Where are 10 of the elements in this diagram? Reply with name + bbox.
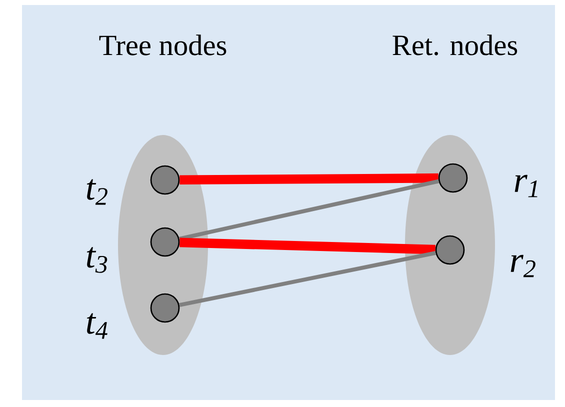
node-label: r$_{2}$ [510, 254, 536, 278]
connector-line [178, 179, 440, 241]
heading: Tree nodes [99, 34, 226, 56]
node-label: t$_{3}$ [86, 247, 108, 273]
heading: Ret. nodes [392, 34, 518, 56]
node-label: t$_{2}$ [86, 179, 108, 205]
node-label: t$_{4}$ [86, 313, 108, 339]
connector-line [178, 250, 436, 308]
connector-line [180, 238, 436, 254]
node-label: r$_{1}$ [514, 174, 538, 198]
